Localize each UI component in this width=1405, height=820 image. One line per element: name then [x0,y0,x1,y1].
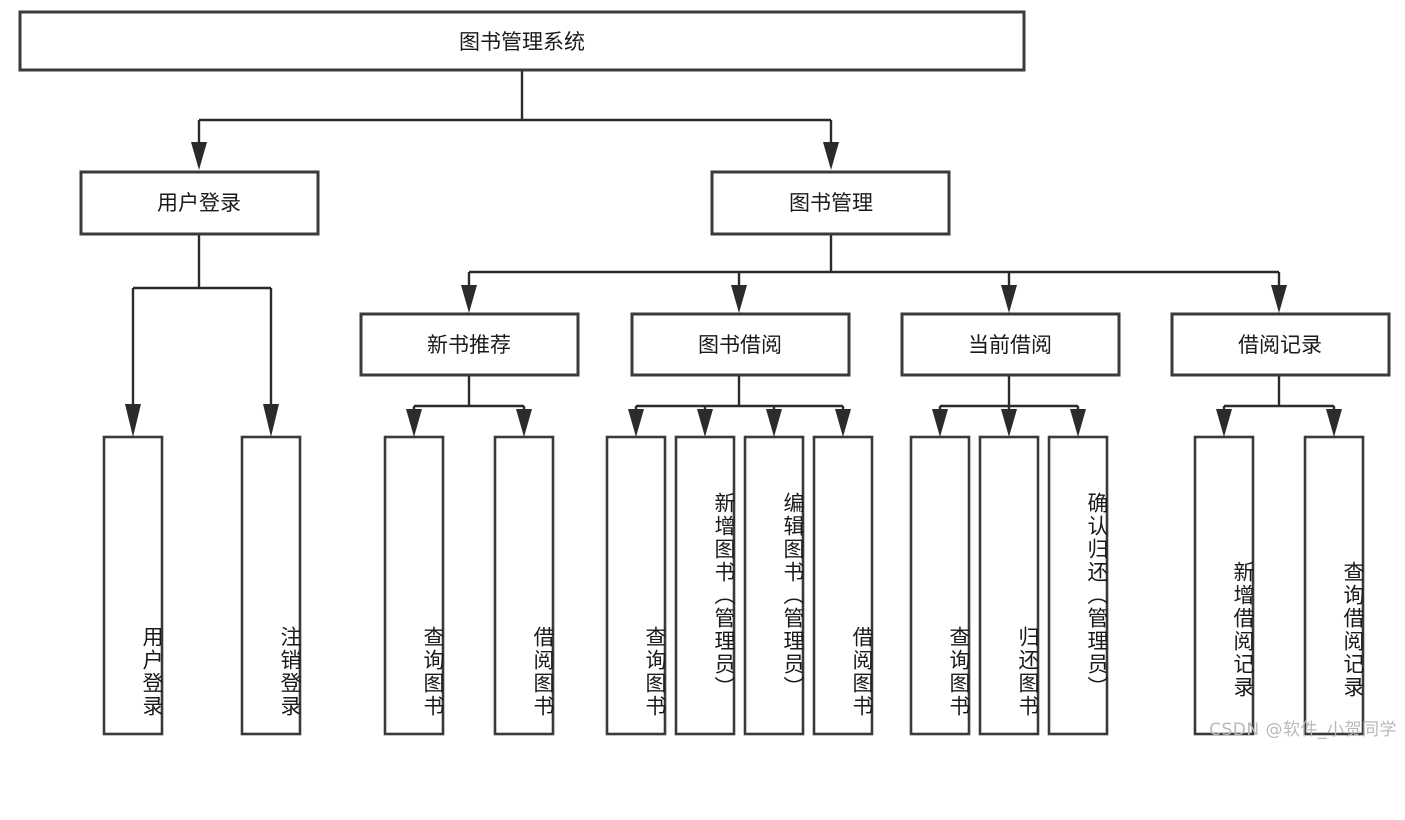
arrow-leaf-query-book-1-icon [406,409,422,437]
node-leaf-borrow-book-2-box[interactable] [812,435,874,736]
arrow-leaf-return-book-icon [1001,409,1017,437]
node-leaf-user-logout-box[interactable] [240,435,302,736]
node-leaf-add-record-box[interactable] [1193,435,1255,736]
arrow-leaf-borrow-book-1-icon [516,409,532,437]
node-leaf-query-book-2-box[interactable] [605,435,667,736]
diagram-canvas: 图书管理系统 用户登录 图书管理 新书推荐 图书借阅 当前借阅 借阅记录 [18,10,1397,740]
node-book-borrow-label: 图书借阅 [698,333,782,357]
node-leaf-edit-book-box[interactable] [743,435,805,736]
node-leaf-confirm-return-box[interactable] [1047,435,1109,736]
watermark-text: CSDN @软件_小贺同学 [1209,720,1397,740]
hierarchy-diagram-svg: 图书管理系统 用户登录 图书管理 新书推荐 图书借阅 当前借阅 借阅记录 [18,10,1391,736]
node-leaf-query-record-box[interactable] [1303,435,1365,736]
node-borrow-record-box[interactable] [1170,312,1391,377]
node-current-borrow[interactable]: 当前借阅 [900,312,1121,377]
arrow-to-user-login-icon [191,142,207,170]
arrow-to-borrow-record-icon [1271,285,1287,313]
arrow-leaf-add-book-icon [697,409,713,437]
node-book-borrow-box[interactable] [630,312,851,377]
arrow-leaf-confirm-return-icon [1070,409,1086,437]
node-root-box[interactable] [18,10,1026,72]
node-new-book-recommend-label: 新书推荐 [427,333,511,357]
node-new-book-recommend-box[interactable] [359,312,580,377]
arrow-leaf-edit-book-icon [766,409,782,437]
node-leaf-return-book-box[interactable] [978,435,1040,736]
node-user-login[interactable]: 用户登录 [79,170,320,236]
node-root-label: 图书管理系统 [459,30,585,54]
node-leaf-user-login-box[interactable] [102,435,164,736]
node-user-login-box[interactable] [79,170,320,236]
arrow-to-book-borrow-icon [731,285,747,313]
node-borrow-record[interactable]: 借阅记录 [1170,312,1391,377]
arrow-leaf-query-record-icon [1326,409,1342,437]
node-leaf-borrow-book-1-box[interactable] [493,435,555,736]
connector-group [125,70,1342,437]
node-book-borrow[interactable]: 图书借阅 [630,312,851,377]
arrow-leaf-query-book-3-icon [932,409,948,437]
arrow-leaf-query-book-2-icon [628,409,644,437]
arrow-to-book-manage-icon [823,142,839,170]
node-borrow-record-label: 借阅记录 [1238,333,1322,357]
node-book-manage-box[interactable] [710,170,951,236]
node-leaf-query-book-1-box[interactable] [383,435,445,736]
arrow-leaf-add-record-icon [1216,409,1232,437]
arrow-leaf-borrow-book-2-icon [835,409,851,437]
node-leaf-query-book-3-box[interactable] [909,435,971,736]
node-current-borrow-box[interactable] [900,312,1121,377]
node-new-book-recommend[interactable]: 新书推荐 [359,312,580,377]
node-root[interactable]: 图书管理系统 [18,10,1026,72]
leaf-box-group [102,435,1365,736]
arrow-to-new-book-recommend-icon [461,285,477,313]
arrow-leaf-user-logout-icon [263,404,279,437]
node-book-manage[interactable]: 图书管理 [710,170,951,236]
node-current-borrow-label: 当前借阅 [968,333,1052,357]
node-leaf-add-book-box[interactable] [674,435,736,736]
arrow-to-current-borrow-icon [1001,285,1017,313]
node-user-login-label: 用户登录 [157,191,241,215]
node-book-manage-label: 图书管理 [789,191,873,215]
arrow-leaf-user-login-icon [125,404,141,437]
